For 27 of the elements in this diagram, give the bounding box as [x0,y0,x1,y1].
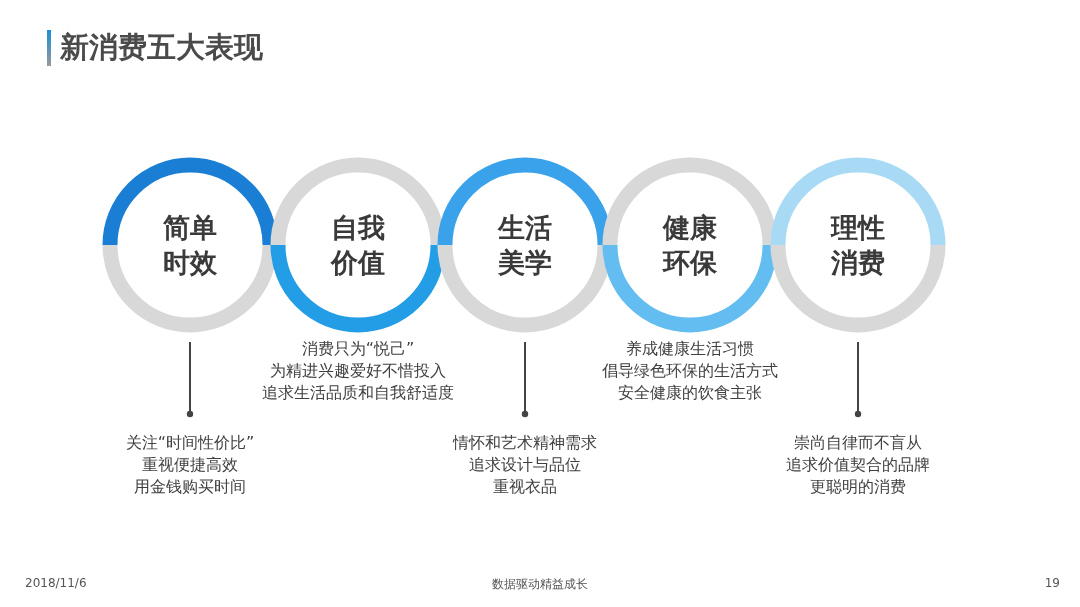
description-text: 关注“时间性价比” [125,432,255,454]
ring-label: 自我价值 [329,210,386,280]
footer-text: 19 [1043,576,1060,590]
leader-line [521,341,529,418]
description-text: 用金钱购买时间 [134,476,246,498]
description-text: 崇尚自律而不盲从 [794,432,922,454]
description-text: 安全健康的饮食主张 [618,382,762,404]
description-text: 追求生活品质和自我舒适度 [262,382,454,404]
description-text: 重视便捷高效 [142,454,238,476]
description-text: 情怀和艺术精神需求 [453,432,597,454]
description-text: 重视衣品 [493,476,557,498]
description-text: 追求价值契合的品牌 [786,454,930,476]
description-text: 更聪明的消费 [810,476,906,498]
ring-label: 理性消费 [829,210,886,280]
description-text: 为精进兴趣爱好不惜投入 [270,360,446,382]
footer-text: 数据驱动精益成长 [491,576,589,593]
leader-line [854,341,862,418]
footer-text: 2018/11/6 [25,576,87,590]
ring-label: 健康环保 [661,210,718,280]
description-text: 养成健康生活习惯 [626,338,754,360]
description-text: 倡导绿色环保的生活方式 [602,360,778,382]
description-text: 消费只为“悦己” [301,338,415,360]
leader-line [186,341,194,418]
ring-label: 简单时效 [162,210,218,280]
ring-label: 生活美学 [496,210,553,280]
slide-title: 新消费五大表现 [60,29,263,66]
description-text: 追求设计与品位 [469,454,581,476]
